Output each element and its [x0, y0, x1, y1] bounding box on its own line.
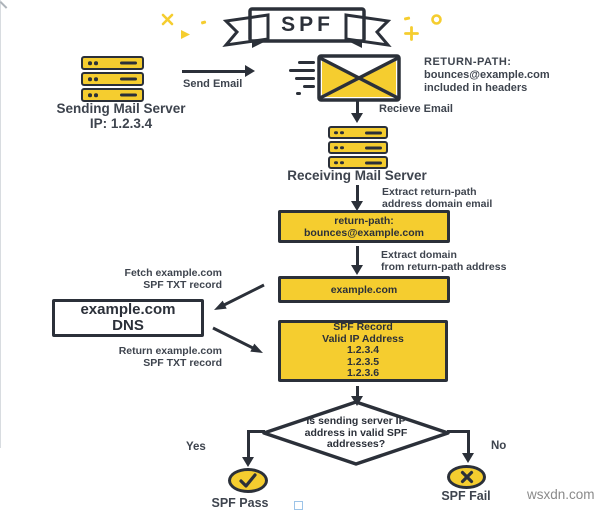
return-path-note-line2: bounces@example.com [424, 69, 550, 81]
server-led [88, 61, 92, 65]
yes-label: Yes [186, 441, 206, 453]
fetch-record-label-line2: SPF TXT record [143, 279, 222, 291]
spf-pass-label: SPF Pass [211, 496, 269, 510]
return-path-box-line1: return-path: [334, 214, 394, 227]
domain-box-text: example.com [330, 283, 398, 296]
spf-fail-label: SPF Fail [441, 489, 491, 503]
cross-icon [460, 470, 473, 484]
extract-return-path-arrow [356, 185, 359, 202]
extract-domain-label-line1: Extract domain [381, 249, 457, 261]
flying-envelope-icon [289, 54, 401, 102]
server-led [340, 145, 344, 150]
receiving-mail-server-icon [328, 126, 388, 169]
deco-plus-icon [404, 26, 419, 41]
corner-mark [0, 1, 8, 9]
server-led [94, 93, 98, 97]
yes-connector-horizontal [247, 430, 265, 433]
deco-dash-right [403, 16, 411, 21]
spf-record-line4: 1.2.3.5 [346, 355, 380, 368]
decision-diamond [262, 400, 450, 466]
broken-image-placeholder [294, 501, 303, 510]
server-led [94, 77, 98, 81]
receiving-server-title: Receiving Mail Server [287, 168, 427, 183]
extract-return-path-label-line1: Extract return-path [382, 186, 477, 198]
extract-domain-arrowhead [351, 265, 363, 275]
deco-circle-icon [431, 14, 442, 25]
domain-box: example.com [278, 276, 450, 303]
spf-record-box: SPF Record Valid IP Address 1.2.3.4 1.2.… [278, 320, 448, 382]
dns-box-line1: example.com [80, 301, 176, 318]
send-email-arrowhead [245, 65, 255, 77]
spf-pass-badge [228, 468, 268, 493]
spf-fail-badge [447, 465, 486, 489]
sending-server-title: Sending Mail Server [56, 101, 186, 116]
server-led [334, 160, 338, 165]
send-email-arrow [182, 70, 246, 73]
extract-return-path-label-line2: address domain email [382, 198, 493, 210]
server-led [334, 145, 338, 150]
no-label: No [491, 440, 507, 452]
server-slot [120, 93, 137, 97]
server-led [88, 93, 92, 97]
server-led [334, 130, 338, 135]
extract-domain-label-line2: from return-path address [381, 261, 507, 273]
deco-x-icon [161, 13, 174, 26]
dns-box: example.com DNS [52, 299, 204, 337]
server-led [340, 130, 344, 135]
check-icon [239, 473, 257, 488]
server-slot [365, 161, 382, 164]
decision-line1: Is sending server IP [306, 415, 406, 427]
deco-dot-left [200, 20, 207, 25]
server-slot [120, 77, 137, 81]
return-record-arrow [212, 326, 263, 353]
return-path-box: return-path: bounces@example.com [278, 210, 450, 243]
dns-box-line2: DNS [112, 317, 144, 334]
sending-server-ip: IP: 1.2.3.4 [89, 116, 153, 131]
send-email-label: Send Email [183, 78, 243, 90]
extract-domain-arrow [356, 246, 359, 266]
spf-record-line1: SPF Record [333, 321, 393, 334]
server-led [94, 61, 98, 65]
server-slot [120, 61, 137, 65]
yes-arrowhead [242, 457, 254, 467]
left-edge-line [0, 0, 1, 448]
server-slot [365, 146, 382, 149]
decision-line3: addresses? [326, 438, 386, 450]
server-led [340, 160, 344, 165]
deco-triangle-icon [181, 30, 190, 39]
fetch-record-arrow [214, 283, 265, 310]
yes-connector-vertical [247, 430, 250, 459]
return-record-label-line2: SPF TXT record [143, 357, 222, 369]
spf-record-line5: 1.2.3.6 [346, 367, 380, 380]
decision-text: Is sending server IP address in valid SP… [296, 415, 416, 451]
spf-record-line2: Valid IP Address [322, 332, 404, 345]
no-arrowhead [462, 453, 474, 463]
server-led [88, 77, 92, 81]
no-connector-horizontal [447, 430, 470, 433]
return-record-label-line1: Return example.com [118, 345, 222, 357]
return-path-note-line3: included in headers [424, 82, 528, 94]
watermark: wsxdn.com [527, 487, 595, 502]
fetch-record-label-line1: Fetch example.com [124, 267, 222, 279]
extract-return-path-arrowhead [351, 201, 363, 211]
fetch-record-label: Fetch example.com SPF TXT record [94, 267, 222, 291]
return-path-note-line1: RETURN-PATH: [424, 56, 512, 68]
spf-record-line3: 1.2.3.4 [346, 344, 380, 357]
receive-email-arrowhead [351, 113, 363, 123]
ribbon-banner-icon [222, 7, 392, 48]
receive-email-label: Recieve Email [379, 103, 453, 115]
no-connector-vertical [467, 430, 470, 455]
decision-line2: address in valid SPF [304, 426, 408, 439]
banner-title: SPF [281, 13, 334, 36]
sending-mail-server-icon [81, 56, 144, 102]
server-slot [365, 131, 382, 134]
return-path-box-line2: bounces@example.com [304, 226, 424, 239]
to-decision-arrow [356, 386, 359, 398]
receive-email-arrow [356, 100, 359, 114]
return-record-label: Return example.com SPF TXT record [94, 345, 222, 369]
